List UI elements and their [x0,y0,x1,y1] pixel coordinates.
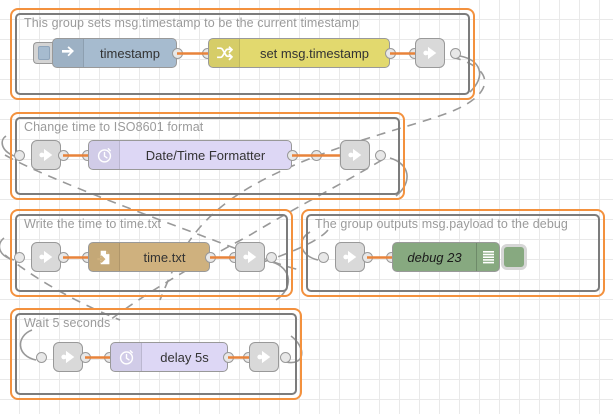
node-delay-5s[interactable]: delay 5s [110,342,228,372]
output-port-link-in-3[interactable] [58,252,69,263]
node-link-out-5[interactable] [249,342,279,372]
node-inject-timestamp[interactable]: timestamp [52,38,177,68]
link-out-icon [255,348,273,366]
node-debug-23[interactable]: debug 23 [392,242,500,272]
link-in-icon [341,248,359,266]
node-link-in-3[interactable] [31,242,61,272]
output-port-file-write[interactable] [205,252,216,263]
link-in-icon [37,146,55,164]
link-out-icon [241,248,259,266]
input-port-link-out-2[interactable] [311,150,322,161]
node-label-debug-23: debug 23 [393,250,476,265]
clock-icon [89,141,120,169]
file-write-icon [89,243,120,271]
group-label-timestamp: This group sets msg.timestamp to be the … [24,16,359,30]
node-datetime-formatter[interactable]: Date/Time Formatter [88,140,292,170]
node-link-in-5[interactable] [53,342,83,372]
link-out-icon [346,146,364,164]
group-label-debug: The group outputs msg.payload to the deb… [315,217,568,231]
debug-bars-icon [476,243,499,271]
node-label-datetime-formatter: Date/Time Formatter [120,148,291,163]
node-label-timestamp: timestamp [84,46,176,61]
node-label-delay-5s: delay 5s [142,350,227,365]
output-port-link-in-5[interactable] [80,352,91,363]
inject-button-square-icon [38,46,50,60]
node-link-in-4[interactable] [335,242,365,272]
input-port-link-in-5[interactable] [36,352,47,363]
output-port-link-in-2[interactable] [58,150,69,161]
input-port-link-in-4[interactable] [318,252,329,263]
output-port-inject[interactable] [172,48,183,59]
output-port-link-out-3[interactable] [266,252,277,263]
output-port-datetime[interactable] [287,150,298,161]
output-port-link-out-2[interactable] [375,150,386,161]
output-port-link-out-5[interactable] [280,352,291,363]
node-link-out-3[interactable] [235,242,265,272]
input-port-link-in-3[interactable] [14,252,25,263]
link-out-icon [421,44,439,62]
group-label-iso8601: Change time to ISO8601 format [24,120,203,134]
link-in-icon [59,348,77,366]
node-file-write[interactable]: time.txt [88,242,210,272]
node-label-time-txt: time.txt [120,250,209,265]
link-in-icon [37,248,55,266]
input-port-link-in-2[interactable] [14,150,25,161]
node-link-out-1[interactable] [415,38,445,68]
output-port-link-in-4[interactable] [362,252,373,263]
group-label-delay: Wait 5 seconds [24,316,110,330]
node-change-set-timestamp[interactable]: set msg.timestamp [208,38,390,68]
node-link-in-2[interactable] [31,140,61,170]
inject-trigger-button[interactable] [33,42,53,64]
output-port-delay[interactable] [223,352,234,363]
output-port-change[interactable] [385,48,396,59]
clock-icon [111,343,142,371]
node-label-set-msg-timestamp: set msg.timestamp [240,46,389,61]
node-link-out-2[interactable] [340,140,370,170]
inject-arrow-icon [53,39,84,67]
group-label-writefile: Write the time to time.txt [24,217,161,231]
debug-enable-toggle-button[interactable] [501,244,527,270]
change-shuffle-icon [209,39,240,67]
output-port-link-out-1[interactable] [450,48,461,59]
